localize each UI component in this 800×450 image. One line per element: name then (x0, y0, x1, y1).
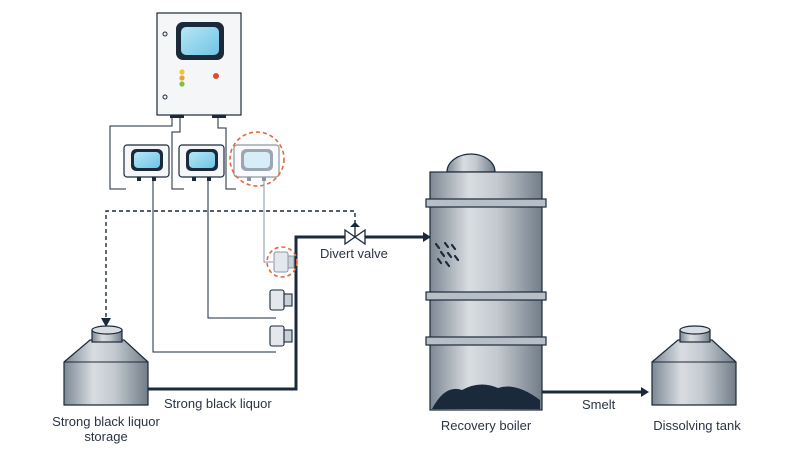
control-signal-arrowhead-icon (101, 318, 111, 327)
highlight-ring-transmitter (229, 131, 285, 187)
transmitter-3-highlighted (229, 131, 285, 187)
status-led-orange-icon (179, 75, 185, 81)
sensor-2 (269, 289, 293, 311)
status-led-yellow-icon (179, 69, 185, 75)
sensor-cables (152, 181, 276, 353)
sensor-3 (269, 325, 293, 347)
dissolving-tank (651, 325, 737, 406)
smelt-label: Smelt (582, 397, 616, 412)
liquor-pipe-arrowhead-icon (423, 232, 431, 242)
divert-valve-label: Divert valve (320, 246, 388, 261)
smelt-pipe-arrowhead-icon (641, 387, 649, 397)
cabinet-display-screen (176, 22, 224, 60)
status-led-green-icon (179, 81, 185, 87)
alarm-led-red-icon (213, 73, 219, 79)
recovery-boiler (425, 153, 547, 411)
dissolving-tank-label: Dissolving tank (653, 418, 741, 433)
signal-cables (109, 118, 236, 190)
highlight-ring-sensor (266, 246, 298, 278)
storage-tank (63, 325, 149, 406)
storage-label-line1: Strong black liquor (52, 414, 160, 429)
control-signal-dashed (105, 210, 356, 321)
transmitter-2 (178, 144, 225, 181)
sensor-highlighted (266, 246, 298, 278)
control-cabinet (156, 12, 242, 118)
recovery-boiler-label: Recovery boiler (440, 418, 532, 433)
transmitter-1 (123, 144, 170, 181)
divert-valve-icon (344, 222, 366, 246)
storage-label-line2: storage (84, 429, 128, 444)
liquor-pipe (148, 235, 426, 391)
strong-black-liquor-label: Strong black liquor (164, 396, 272, 411)
spray-droplets-icon (434, 241, 460, 268)
